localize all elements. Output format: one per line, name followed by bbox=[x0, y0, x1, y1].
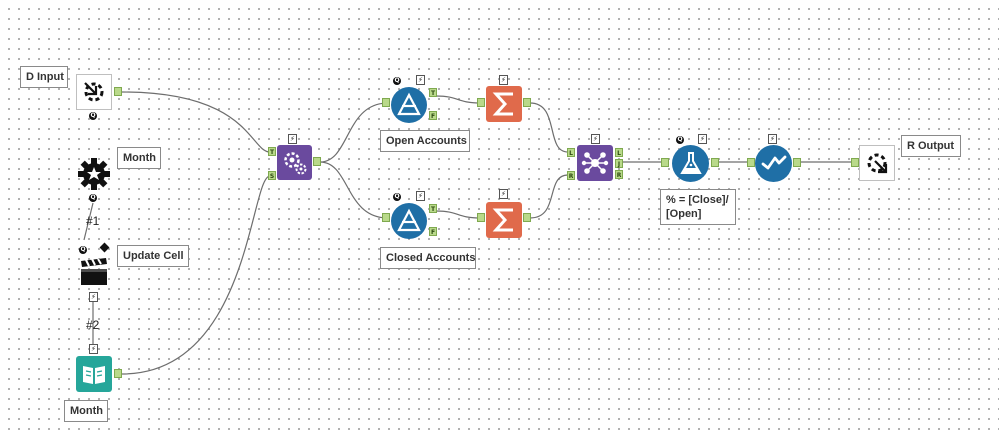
clapperboard-icon bbox=[81, 258, 107, 285]
macro-output-icon bbox=[867, 153, 888, 174]
port-select-out[interactable] bbox=[793, 158, 801, 167]
control-parameter-tool[interactable] bbox=[76, 156, 112, 192]
bolt-icon: ⚡ bbox=[499, 189, 508, 199]
gear-icon bbox=[78, 158, 110, 190]
filter-open-tool[interactable] bbox=[391, 87, 427, 123]
bolt-icon: ⚡ bbox=[89, 344, 98, 354]
question-icon: Q bbox=[89, 194, 97, 202]
wire-filter-open-to-sum[interactable] bbox=[435, 95, 483, 104]
port-join-out-j[interactable]: J bbox=[615, 159, 623, 168]
label-month-top: Month bbox=[117, 147, 161, 169]
port-textinput-out[interactable] bbox=[114, 369, 122, 378]
gears-icon bbox=[283, 151, 306, 174]
port-filter-open-in[interactable] bbox=[382, 98, 390, 107]
sigma-icon bbox=[492, 92, 513, 116]
join-tool[interactable] bbox=[577, 145, 613, 181]
bolt-icon: ⚡ bbox=[499, 75, 508, 85]
macro-input-tool[interactable] bbox=[76, 74, 112, 110]
label-output: R Output bbox=[901, 135, 961, 157]
bolt-icon: ⚡ bbox=[416, 191, 425, 201]
wire-input-to-macro[interactable] bbox=[121, 91, 271, 153]
connection-label-1: #1 bbox=[86, 214, 100, 228]
checkmark-icon bbox=[761, 155, 786, 169]
label-month-bottom: Month bbox=[64, 400, 108, 422]
sigma-icon bbox=[492, 208, 513, 232]
question-icon: Q bbox=[393, 193, 401, 201]
macro-output-tool[interactable] bbox=[859, 145, 895, 181]
label-input: D Input bbox=[20, 66, 68, 88]
connection-label-2: #2 bbox=[86, 318, 100, 332]
port-macro-out[interactable] bbox=[313, 157, 321, 166]
wire-textinput-to-macro[interactable] bbox=[121, 175, 271, 375]
port-join-out-l[interactable]: L bbox=[615, 148, 623, 157]
book-icon bbox=[83, 366, 105, 384]
port-output-in[interactable] bbox=[851, 158, 859, 167]
port-formula-in[interactable] bbox=[661, 158, 669, 167]
label-formula: % = [Close]/ [Open] bbox=[660, 189, 736, 225]
action-tool[interactable] bbox=[78, 256, 110, 288]
summarize-open-tool[interactable] bbox=[486, 86, 522, 122]
port-join-out-r[interactable]: R bbox=[615, 170, 623, 179]
bolt-icon: ⚡ bbox=[591, 134, 600, 144]
bolt-icon: ⚡ bbox=[89, 292, 98, 302]
summarize-closed-tool[interactable] bbox=[486, 202, 522, 238]
port-input-out[interactable] bbox=[114, 87, 122, 96]
wire-sum-closed-to-join[interactable] bbox=[529, 174, 569, 219]
port-sum-open-out[interactable] bbox=[523, 98, 531, 107]
wire-filter-closed-to-sum[interactable] bbox=[435, 210, 483, 219]
filter-icon bbox=[397, 208, 421, 232]
wire-sum-open-to-join[interactable] bbox=[529, 102, 569, 153]
port-filter-closed-t[interactable]: T bbox=[429, 204, 437, 213]
question-icon: Q bbox=[393, 77, 401, 85]
bolt-icon: ⚡ bbox=[698, 134, 707, 144]
port-filter-closed-in[interactable] bbox=[382, 213, 390, 222]
formula-tool[interactable] bbox=[672, 145, 709, 182]
label-open-accounts: Open Accounts bbox=[380, 130, 470, 152]
macro-input-icon bbox=[84, 82, 104, 102]
filter-icon bbox=[397, 92, 421, 116]
wire-macro-to-filter-open[interactable] bbox=[319, 102, 389, 163]
port-filter-closed-f[interactable]: F bbox=[429, 227, 437, 236]
label-update-cell: Update Cell bbox=[117, 245, 189, 267]
port-macro-in-t[interactable]: T bbox=[268, 147, 276, 156]
port-sum-closed-in[interactable] bbox=[477, 213, 485, 222]
port-formula-out[interactable] bbox=[711, 158, 719, 167]
port-select-in[interactable] bbox=[747, 158, 755, 167]
select-tool[interactable] bbox=[755, 145, 792, 182]
port-sum-open-in[interactable] bbox=[477, 98, 485, 107]
flask-icon bbox=[679, 151, 702, 174]
bolt-icon: ⚡ bbox=[416, 75, 425, 85]
batch-macro-tool[interactable] bbox=[277, 145, 312, 180]
join-icon bbox=[581, 152, 609, 174]
port-join-in-r[interactable]: R bbox=[567, 171, 575, 180]
question-icon: Q bbox=[79, 246, 87, 254]
wire-macro-to-filter-closed[interactable] bbox=[319, 161, 389, 219]
wire-control-to-action[interactable] bbox=[83, 202, 94, 241]
port-sum-closed-out[interactable] bbox=[523, 213, 531, 222]
port-join-in-l[interactable]: L bbox=[567, 148, 575, 157]
port-macro-in-s[interactable]: S bbox=[268, 171, 276, 180]
bolt-icon: ⚡ bbox=[288, 134, 297, 144]
question-icon: Q bbox=[89, 112, 97, 120]
question-icon: Q bbox=[676, 136, 684, 144]
port-filter-open-t[interactable]: T bbox=[429, 88, 437, 97]
port-filter-open-f[interactable]: F bbox=[429, 111, 437, 120]
text-input-tool[interactable] bbox=[76, 356, 112, 392]
label-closed-accounts: Closed Accounts bbox=[380, 247, 476, 269]
bolt-icon: ⚡ bbox=[768, 134, 777, 144]
filter-closed-tool[interactable] bbox=[391, 203, 427, 239]
